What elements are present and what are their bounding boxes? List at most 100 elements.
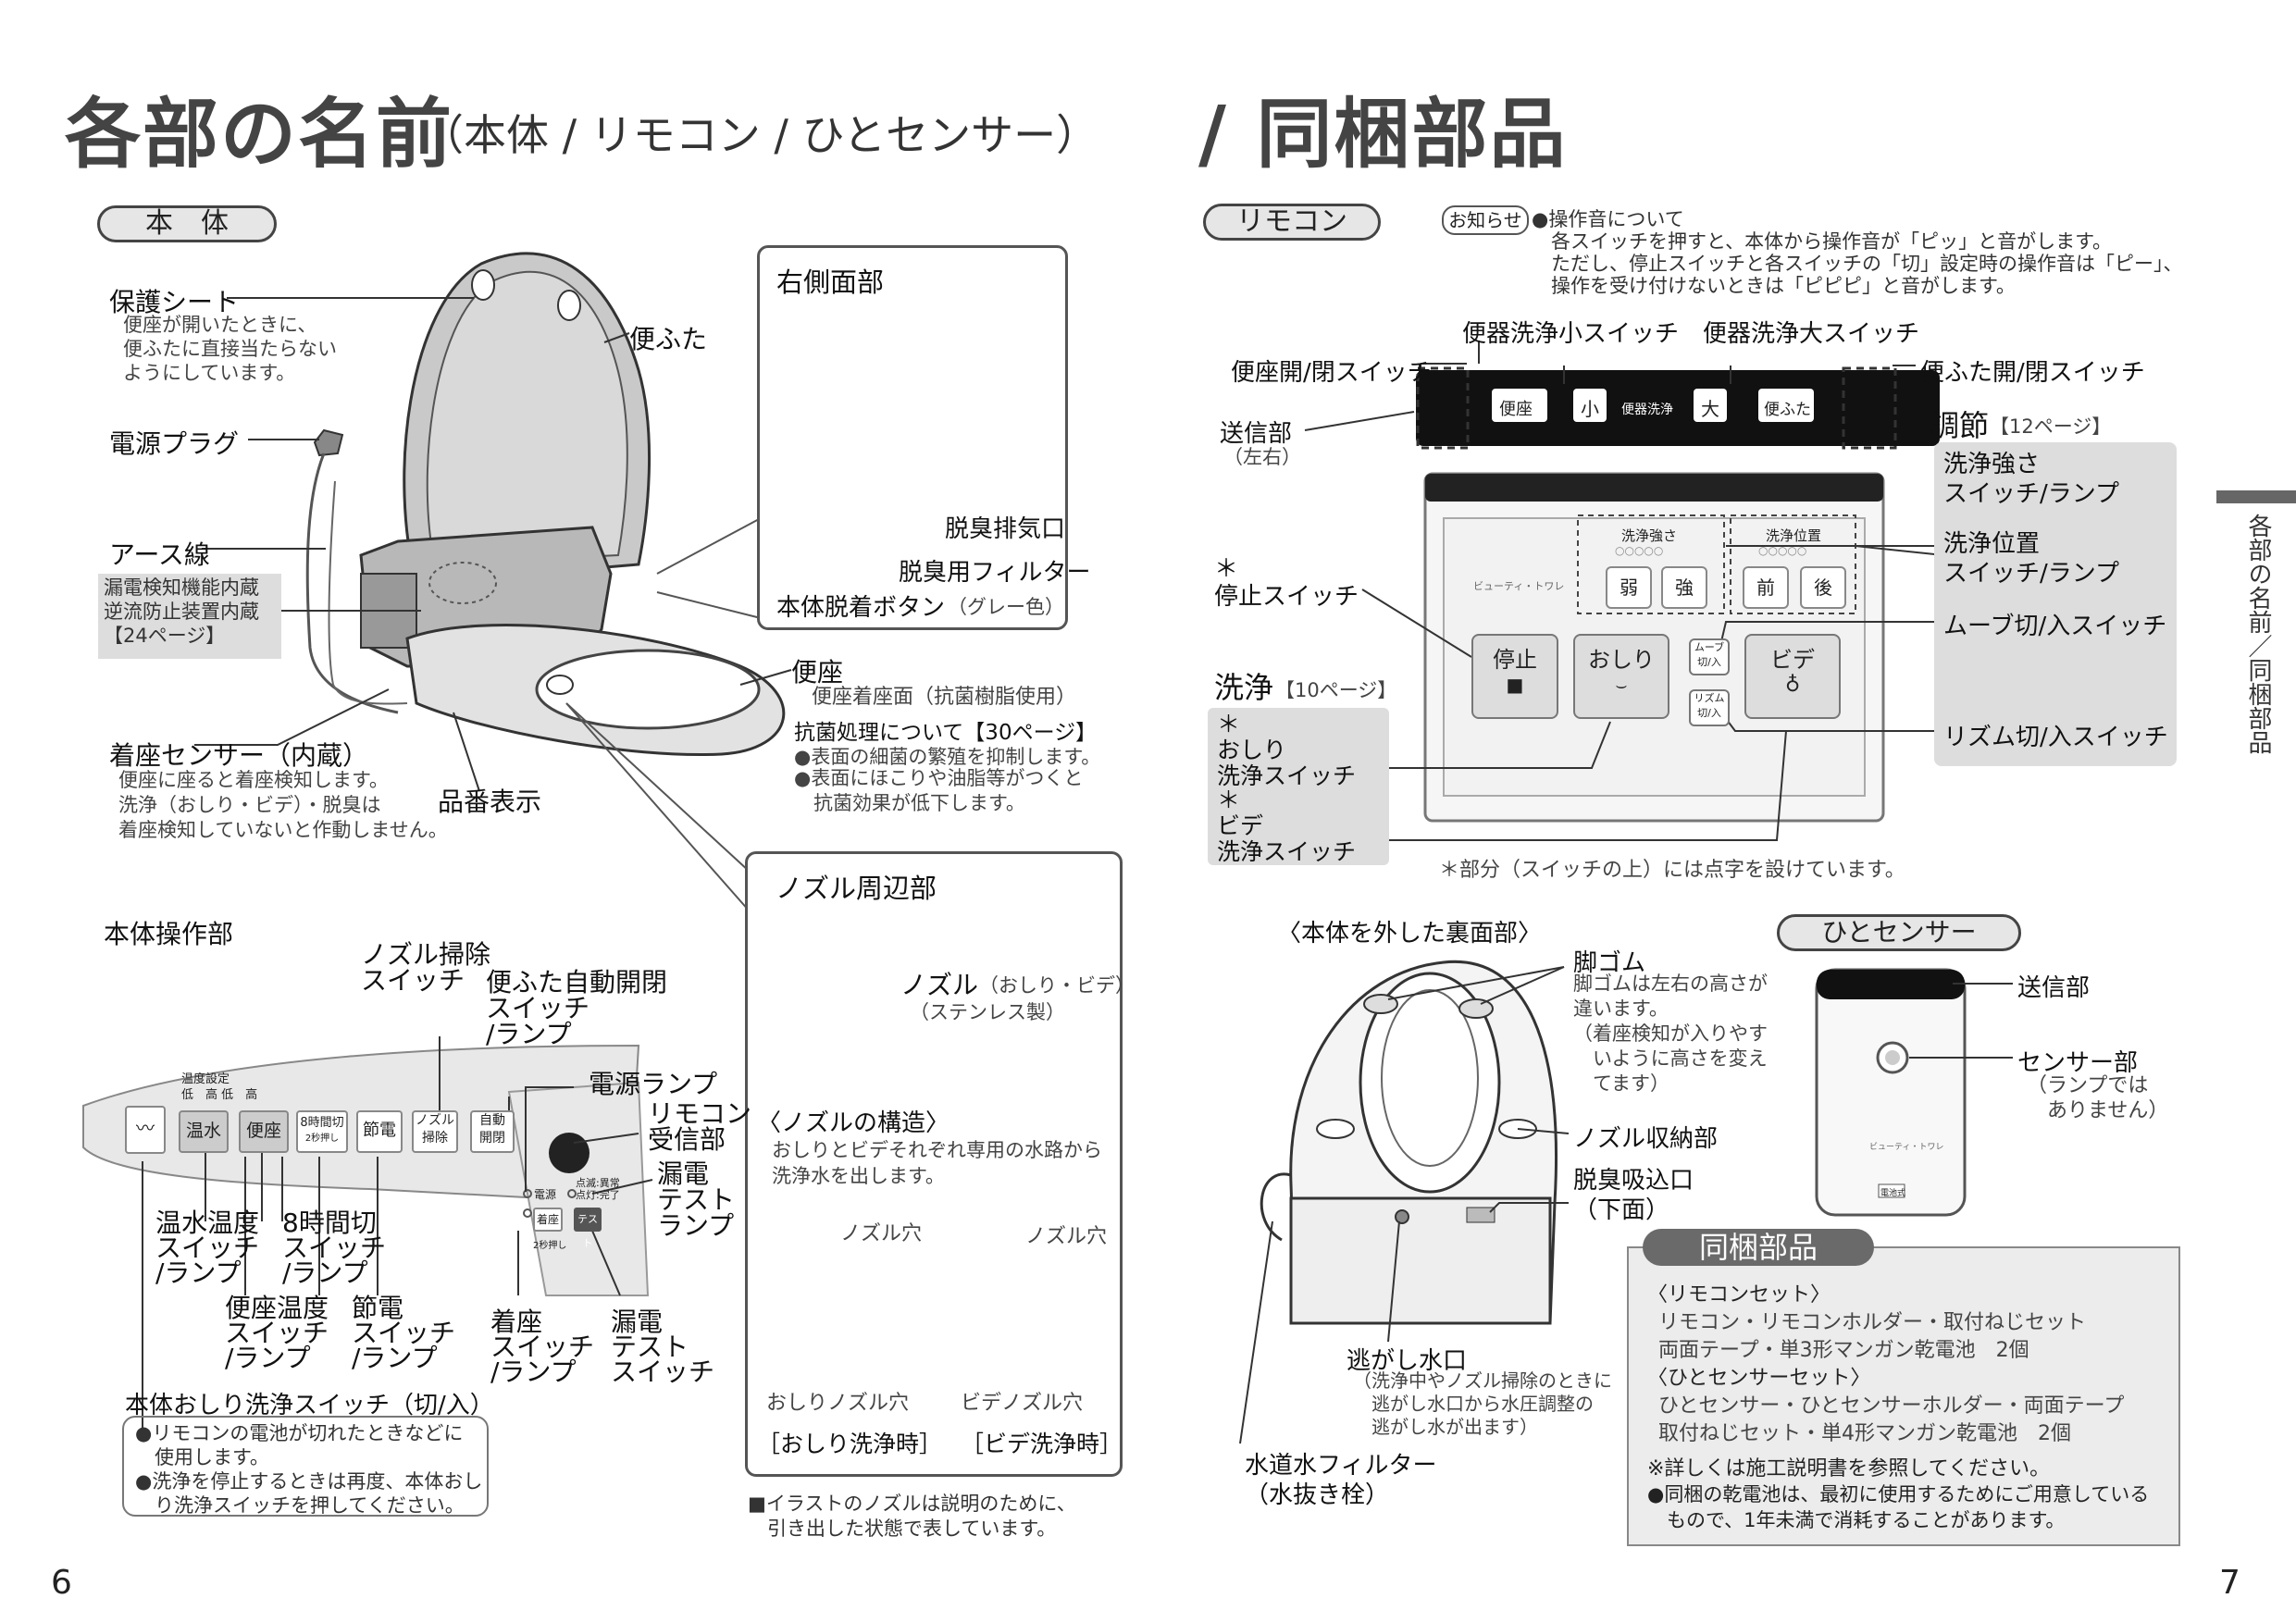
label-remote-receiver: リモコン 受信部	[648, 1098, 752, 1155]
remote-pill: リモコン	[1203, 204, 1381, 241]
panel-position-label: 洗浄位置	[1766, 527, 1822, 544]
bide-person-icon: ♁	[1784, 674, 1801, 697]
label-seat-open-close: 便座開/閉スイッチ	[1231, 359, 1432, 387]
oshiri-note-1: ●リモコンの電池が切れたときなどに 使用します。	[135, 1422, 464, 1468]
label-oshiri-nozzle: おしりノズル穴	[766, 1392, 910, 1415]
label-water-temp: 温水温度 スイッチ /ランプ	[155, 1208, 260, 1288]
label-hogo-sheet: 保護シート	[109, 287, 240, 317]
indicator-status: 点滅:異常 点灯:完了	[576, 1177, 620, 1201]
leak-test-button[interactable]: テスト	[574, 1208, 602, 1249]
label-deodor-intake: 脱臭吸込口 （下面）	[1573, 1167, 1694, 1224]
nozzle-callout-title: ノズル周辺部	[776, 873, 937, 904]
setsuden-button[interactable]: 節電	[356, 1110, 403, 1153]
temp-setting-label: 温度設定	[181, 1072, 230, 1086]
remote-top-benza[interactable]: 便座	[1499, 400, 1533, 419]
label-oshiri-switch: ＊ おしり 洗浄スイッチ	[1217, 711, 1357, 789]
benza-desc: 便座着座面（抗菌樹脂使用）	[812, 686, 1077, 709]
page-title-right: / 同梱部品	[1198, 91, 1568, 179]
oshirase-badge: お知らせ	[1442, 205, 1529, 235]
front-button[interactable]: 前	[1743, 566, 1789, 609]
label-hito-transmitter: 送信部	[2017, 974, 2091, 1002]
seat-sensor-desc: 便座に座ると着座検知します。 洗浄（おしり・ビデ）・脱臭は 着座検知していないと…	[118, 769, 448, 841]
chakuza-button-sub: 2秒押し	[533, 1241, 567, 1251]
label-hito-sensor: センサー部	[2017, 1049, 2139, 1077]
braille-note: ＊部分（スイッチの上）には点字を設けています。	[1439, 859, 1905, 882]
nozzle-clean-button[interactable]: ノズル 掃除	[412, 1110, 458, 1153]
label-bide-switch: ＊ ビデ 洗浄スイッチ	[1217, 787, 1357, 865]
label-8h-off: 8時間切 スイッチ /ランプ	[282, 1208, 387, 1288]
rhythm-button[interactable]: リズム 切/入	[1689, 689, 1730, 726]
side-tab-label: 各部の名前／同梱部品	[2244, 514, 2272, 754]
bundle-hito-items: ひとセンサー・ひとセンサーホルダー・両面テープ 取付ねじセット・単4形マンガン乾…	[1658, 1394, 2125, 1445]
chakuza-button[interactable]: 着座	[533, 1208, 563, 1232]
bide-button-label: ビデ	[1770, 647, 1815, 673]
page-title: 各部の名前	[65, 91, 454, 179]
label-power-lamp: 電源ランプ	[589, 1069, 718, 1099]
nozzle-callout: ノズル周辺部 ノズル （おしり・ビデ） （ステンレス製） 〈ノズルの構造〉 おし…	[745, 851, 1135, 1477]
remote-top-large[interactable]: 大	[1701, 398, 1719, 420]
stop-button[interactable]: 停止 ■	[1471, 634, 1558, 719]
strong-button[interactable]: 強	[1661, 566, 1707, 609]
label-nozzle-hole-right: ノズル穴	[1025, 1225, 1108, 1248]
label-leak-test-switch: 漏電 テスト スイッチ	[611, 1307, 715, 1387]
label-leak-test-lamp: 漏電 テスト ランプ	[657, 1158, 736, 1241]
8h-button-sub: 2秒押し	[304, 1134, 340, 1144]
position-dots: ○○○○○	[1758, 544, 1807, 557]
label-setsuden: 節電 スイッチ /ランプ	[352, 1293, 456, 1373]
auto-lid-button[interactable]: 自動 開閉	[470, 1110, 515, 1153]
nozzle-material: （ステンレス製）	[910, 1001, 1065, 1023]
senjou-label: 洗浄	[1214, 670, 1274, 705]
oshiri-button-label: おしり	[1588, 647, 1655, 673]
back-button[interactable]: 後	[1800, 566, 1846, 609]
hogo-sheet-desc: 便座が開いたときに、 便ふたに直接当たらない ようにしています。	[123, 314, 337, 384]
temp-scale-label: 低 高 低 高	[181, 1088, 258, 1102]
label-seat-sensor: 着座センサー（内蔵）	[109, 740, 369, 771]
label-strength: 洗浄強さ スイッチ/ランプ	[1943, 451, 2119, 508]
remote-top-lid[interactable]: 便ふた	[1764, 401, 1811, 419]
escape-water-desc: （洗浄中やノズル掃除のときに 逃がし水口から水圧調整の 逃がし水が出ます）	[1353, 1369, 1612, 1438]
section-pill-hontai: 本 体	[97, 205, 277, 242]
label-escape-water: 逃がし水口	[1347, 1347, 1468, 1375]
remote-top-small[interactable]: 小	[1581, 398, 1599, 420]
label-lid-open-close: 便ふた開/閉スイッチ	[1920, 359, 2145, 387]
label-deodor-filter: 脱臭用フィルター	[899, 559, 1091, 587]
label-oshiri-body-switch: 本体おしり洗浄スイッチ（切/入）	[125, 1392, 494, 1419]
label-earth-wire: アース線	[109, 539, 210, 570]
label-hinban: 品番表示	[438, 787, 542, 817]
label-nozzle-hole-left: ノズル穴	[840, 1222, 923, 1245]
8h-off-button[interactable]: 8時間切 2秒押し	[296, 1110, 348, 1153]
label-move: ムーブ切/入スイッチ	[1943, 613, 2167, 640]
label-position: 洗浄位置 スイッチ/ランプ	[1943, 530, 2119, 588]
hito-brand: ビューティ・トワレ	[1869, 1143, 1944, 1152]
oshiri-switch-notes: ●リモコンの電池が切れたときなどに 使用します。 ●洗浄を停止するときは再度、本…	[122, 1416, 489, 1517]
oshiri-note-2: ●洗浄を停止するときは再度、本体おし り洗浄スイッチを押してください。	[135, 1470, 483, 1517]
weak-button[interactable]: 弱	[1606, 566, 1652, 609]
label-ashigomu: 脚ゴム	[1573, 949, 1646, 977]
koukin-bullet-1: ●表面の細菌の繁殖を抑制します。	[794, 746, 1101, 768]
page-subtitle: （本体 / リモコン / ひとセンサー）	[421, 110, 1099, 160]
label-seat-temp: 便座温度 スイッチ /ランプ	[225, 1293, 329, 1373]
senjou-page: 【10ページ】	[1275, 679, 1397, 701]
koukin-title: 抗菌処理について【30ページ】	[794, 721, 1098, 745]
stop-square-icon: ■	[1506, 674, 1524, 696]
remote-brand: ビューティ・トワレ	[1473, 580, 1565, 592]
ashigomu-desc: 脚ゴムは左右の高さが 違います。 （着座検知が入りやす いように高さを変え てま…	[1573, 973, 1768, 1095]
bundle-remote-set: 〈リモコンセット〉	[1647, 1283, 1831, 1307]
benza-temp-button[interactable]: 便座	[239, 1110, 289, 1153]
oshiri-switch-body-button[interactable]: 〰	[125, 1106, 166, 1154]
back-title: 〈本体を外した裏面部〉	[1277, 920, 1543, 948]
detach-button-note: （グレー色）	[948, 596, 1064, 618]
label-nozzle-storage: ノズル収納部	[1573, 1125, 1719, 1153]
strength-dots: ○○○○○	[1615, 544, 1664, 557]
bundle-note-1: ※詳しくは施工説明書を参照してください。	[1647, 1457, 2051, 1481]
nozzle-sub: （おしり・ビデ）	[979, 974, 1135, 997]
bide-button[interactable]: ビデ ♁	[1744, 634, 1841, 719]
label-detach-button: 本体脱着ボタン	[776, 594, 946, 622]
label-chakuza: 着座 スイッチ /ランプ	[490, 1307, 595, 1387]
oshiri-button[interactable]: おしり ⌣	[1573, 634, 1669, 719]
label-power-plug: 電源プラグ	[109, 428, 240, 459]
onsui-button[interactable]: 温水	[179, 1110, 229, 1153]
oshiri-spray-icon: ⌣	[1615, 674, 1628, 696]
indicator-power: 電源	[534, 1188, 557, 1201]
move-button[interactable]: ムーブ 切/入	[1689, 638, 1730, 675]
